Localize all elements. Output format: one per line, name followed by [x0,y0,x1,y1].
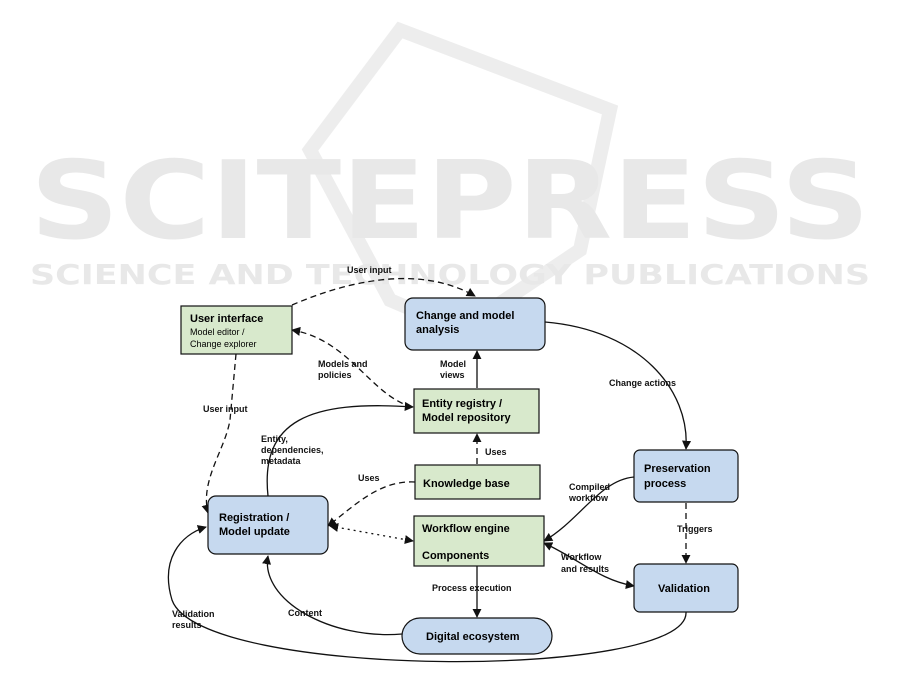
edge-change-actions [544,321,692,450]
node-user-interface: User interface Model editor / Change exp… [180,305,293,355]
node-workflow-engine-box [413,515,545,567]
watermark-emblem [301,21,619,338]
label-entity-deps-1: Entity, [261,434,288,444]
node-preservation-line2: process [644,478,686,490]
node-registration-box [207,495,329,555]
label-compiled-2: workflow [568,493,609,503]
edge-user-input-left [201,353,237,514]
node-preservation-line1: Preservation [644,463,711,475]
node-entity-registry-line2: Model repository [422,412,512,424]
node-validation: Validation [633,563,739,613]
edge-compiled-workflow [543,476,635,542]
node-workflow-engine: Workflow engine Components [413,515,545,567]
edge-uses-left [327,481,416,527]
edge-validation-results [167,525,687,663]
label-model-views-1: Model [440,359,466,369]
node-digital-ecosystem-title: Digital ecosystem [426,631,520,643]
label-change-actions: Change actions [609,378,676,388]
label-compiled-1: Compiled [569,482,610,492]
edge-workflow-results [543,542,635,590]
node-user-interface-box [180,305,293,355]
node-change-model-line2: analysis [416,324,459,336]
node-entity-registry: Entity registry / Model repository [413,388,540,434]
label-triggers: Triggers [677,524,713,534]
node-entity-registry-line1: Entity registry / [422,398,502,410]
node-knowledge-base: Knowledge base [414,464,541,500]
edge-content [262,555,403,636]
label-workflow-results-2: and results [561,564,609,574]
node-change-model-box [404,297,546,351]
edges [167,277,692,663]
node-digital-ecosystem: Digital ecosystem [401,617,553,655]
node-digital-ecosystem-box [401,617,553,655]
label-uses-left: Uses [358,473,380,483]
node-registration: Registration / Model update [207,495,329,555]
edge-models-policies [291,326,413,408]
node-user-interface-line2: Change explorer [190,339,257,349]
edge-entity-deps [266,401,414,497]
node-preservation-box [633,449,739,503]
label-entity-deps-2: dependencies, [261,445,324,455]
label-uses-right: Uses [485,447,507,457]
node-change-model: Change and model analysis [404,297,546,351]
watermark-sub: SCIENCE AND TECHNOLOGY PUBLICATIONS [30,258,870,291]
node-preservation: Preservation process [633,449,739,503]
node-knowledge-base-box [414,464,541,500]
edge-dotted-link [329,522,414,545]
node-change-model-line1: Change and model [416,310,514,322]
node-registration-line2: Model update [219,526,290,538]
label-validation-results-2: results [172,620,202,630]
label-workflow-results-1: Workflow [561,552,602,562]
node-user-interface-title: User interface [190,313,263,325]
node-validation-box [633,563,739,613]
node-user-interface-line1: Model editor / [190,327,245,337]
node-knowledge-base-title: Knowledge base [423,478,510,490]
node-workflow-engine-line2: Components [422,550,489,562]
edge-user-input-top [291,277,476,306]
edge-labels: User input Models and policies Model vie… [172,265,713,630]
label-models-policies-2: policies [318,370,352,380]
label-models-policies-1: Models and [318,359,368,369]
label-model-views-2: views [440,370,465,380]
label-user-input-top: User input [347,265,392,275]
label-content: Content [288,608,322,618]
label-entity-deps-3: metadata [261,456,302,466]
label-user-input-left: User input [203,404,248,414]
label-validation-results-1: Validation [172,609,215,619]
node-registration-line1: Registration / [219,512,289,524]
node-workflow-engine-line1: Workflow engine [422,523,510,535]
node-validation-title: Validation [658,583,710,595]
node-entity-registry-box [413,388,540,434]
watermark: SCITEPRESS SCIENCE AND TECHNOLOGY PUBLIC… [30,21,870,338]
label-process-execution: Process execution [432,583,512,593]
watermark-main: SCITEPRESS [30,139,870,264]
